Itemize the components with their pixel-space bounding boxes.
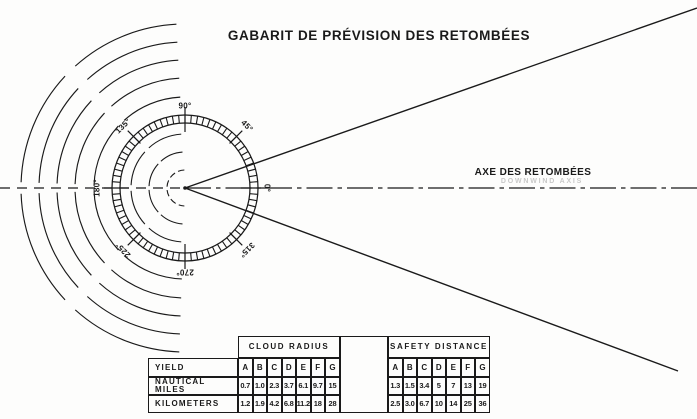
safety-nautical-miles-cell-D: 5 xyxy=(431,377,446,395)
fan-line-lower xyxy=(184,187,679,372)
cloud-nautical-miles-cell-C: 2.3 xyxy=(267,377,282,395)
safety-yield-cell-D: D xyxy=(431,358,446,377)
cloud-nautical-miles-cell-G: 15 xyxy=(325,377,340,395)
safety-kilometers-cell-C: 6.7 xyxy=(417,395,432,413)
safety-yield-cell-E: E xyxy=(446,358,461,377)
safety-yield-cell-C: C xyxy=(417,358,432,377)
safety-nautical-miles-cell-B: 1.5 xyxy=(402,377,417,395)
safety-nautical-miles-cell-C: 3.4 xyxy=(417,377,432,395)
cloud-yield-cell-F: F xyxy=(310,358,325,377)
safety-nautical-miles-cell-G: 19 xyxy=(475,377,490,395)
degree-label-180: 180° xyxy=(92,179,102,197)
table-top-left-open-area xyxy=(148,336,238,358)
safety-kilometers-cell-F: 25 xyxy=(460,395,475,413)
spacer-column-cell xyxy=(340,336,388,413)
safety-kilometers-cell-B: 3.0 xyxy=(402,395,417,413)
cloud-kilometers-cell-D: 6.8 xyxy=(281,395,296,413)
cloud-yield-cell-B: B xyxy=(252,358,267,377)
cloud-kilometers-cell-G: 28 xyxy=(325,395,340,413)
outer-range-arcs xyxy=(20,23,182,353)
safety-nautical-miles-cell-E: 7 xyxy=(446,377,461,395)
cloud-yield-cell-C: C xyxy=(267,358,282,377)
cloud-yield-cell-G: G xyxy=(325,358,340,377)
cloud-kilometers-cell-A: 1.2 xyxy=(238,395,253,413)
safety-nautical-miles-cell-F: 13 xyxy=(460,377,475,395)
cloud-kilometers-cell-E: 11.2 xyxy=(296,395,311,413)
inner-range-arcs xyxy=(130,133,183,243)
cloud-nautical-miles-cell-D: 3.7 xyxy=(281,377,296,395)
cloud-kilometers-cell-F: 18 xyxy=(310,395,325,413)
safety-kilometers-cell-D: 10 xyxy=(431,395,446,413)
downwind-axis-ghost-label: DOWNWIND AXIS xyxy=(500,178,584,185)
downwind-axis-label: AXE DES RETOMBÉES xyxy=(474,167,592,178)
safety-nautical-miles-cell-A: 1.3 xyxy=(388,377,403,395)
fan-line-upper xyxy=(184,7,697,189)
safety-distance-header: SAFETY DISTANCE xyxy=(388,336,490,358)
safety-kilometers-cell-A: 2.5 xyxy=(388,395,403,413)
cloud-nautical-miles-cell-B: 1.0 xyxy=(252,377,267,395)
degree-label-90: 90° xyxy=(178,101,192,111)
cloud-yield-cell-A: A xyxy=(238,358,253,377)
yield-row-label: YIELD xyxy=(148,358,238,377)
safety-kilometers-cell-G: 36 xyxy=(475,395,490,413)
cloud-nautical-miles-cell-E: 6.1 xyxy=(296,377,311,395)
intercardinal-tick-marks xyxy=(127,130,243,246)
safety-yield-cell-B: B xyxy=(402,358,417,377)
cloud-nautical-miles-cell-F: 9.7 xyxy=(310,377,325,395)
ground-zero-center-dot xyxy=(183,186,187,190)
page-title: GABARIT DE PRÉVISION DES RETOMBÉES xyxy=(227,28,531,43)
safety-yield-cell-F: F xyxy=(460,358,475,377)
degree-label-0: 0° xyxy=(262,183,272,193)
kilometers-row-label: KILOMETERS xyxy=(148,395,238,413)
safety-yield-cell-A: A xyxy=(388,358,403,377)
cloud-radius-header: CLOUD RADIUS xyxy=(238,336,340,358)
nautical-miles-row-label: NAUTICAL MILES xyxy=(148,377,238,395)
cloud-yield-cell-D: D xyxy=(281,358,296,377)
cloud-kilometers-cell-C: 4.2 xyxy=(267,395,282,413)
cloud-yield-cell-E: E xyxy=(296,358,311,377)
cloud-nautical-miles-cell-A: 0.7 xyxy=(238,377,253,395)
safety-yield-cell-G: G xyxy=(475,358,490,377)
cardinal-tick-marks xyxy=(104,107,266,269)
safety-kilometers-cell-E: 14 xyxy=(446,395,461,413)
cloud-kilometers-cell-B: 1.9 xyxy=(252,395,267,413)
degree-label-270: 270° xyxy=(176,267,194,277)
